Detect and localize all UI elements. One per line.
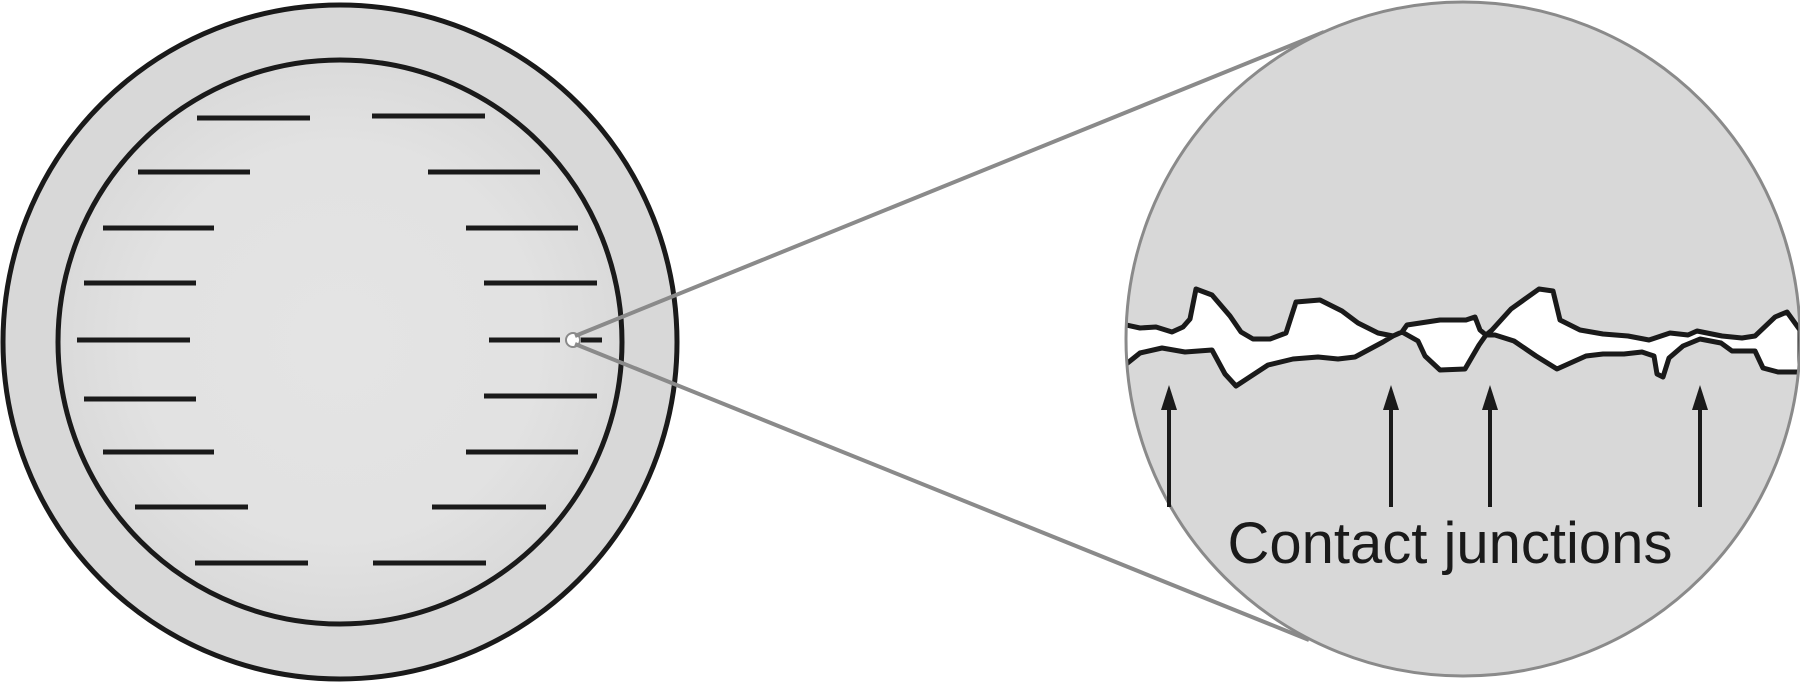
arrow-up-icon xyxy=(1482,385,1498,507)
contact-junctions-label: Contact junctions xyxy=(1228,511,1673,576)
zoom-line-top xyxy=(574,30,1325,338)
contact-dash-lines xyxy=(77,113,602,566)
junction-arrows xyxy=(1161,385,1708,507)
magnified-view: Contact junctions xyxy=(1124,0,1800,678)
inner-body xyxy=(55,57,625,627)
arrow-up-icon xyxy=(1692,385,1708,507)
cross-section xyxy=(0,2,680,682)
arrow-up-icon xyxy=(1161,385,1177,507)
interface-gap xyxy=(1126,286,1800,389)
zoom-lines xyxy=(574,30,1325,642)
arrow-up-icon xyxy=(1383,385,1399,507)
zoom-line-bottom xyxy=(574,342,1310,642)
magnifier-border xyxy=(1124,0,1800,678)
